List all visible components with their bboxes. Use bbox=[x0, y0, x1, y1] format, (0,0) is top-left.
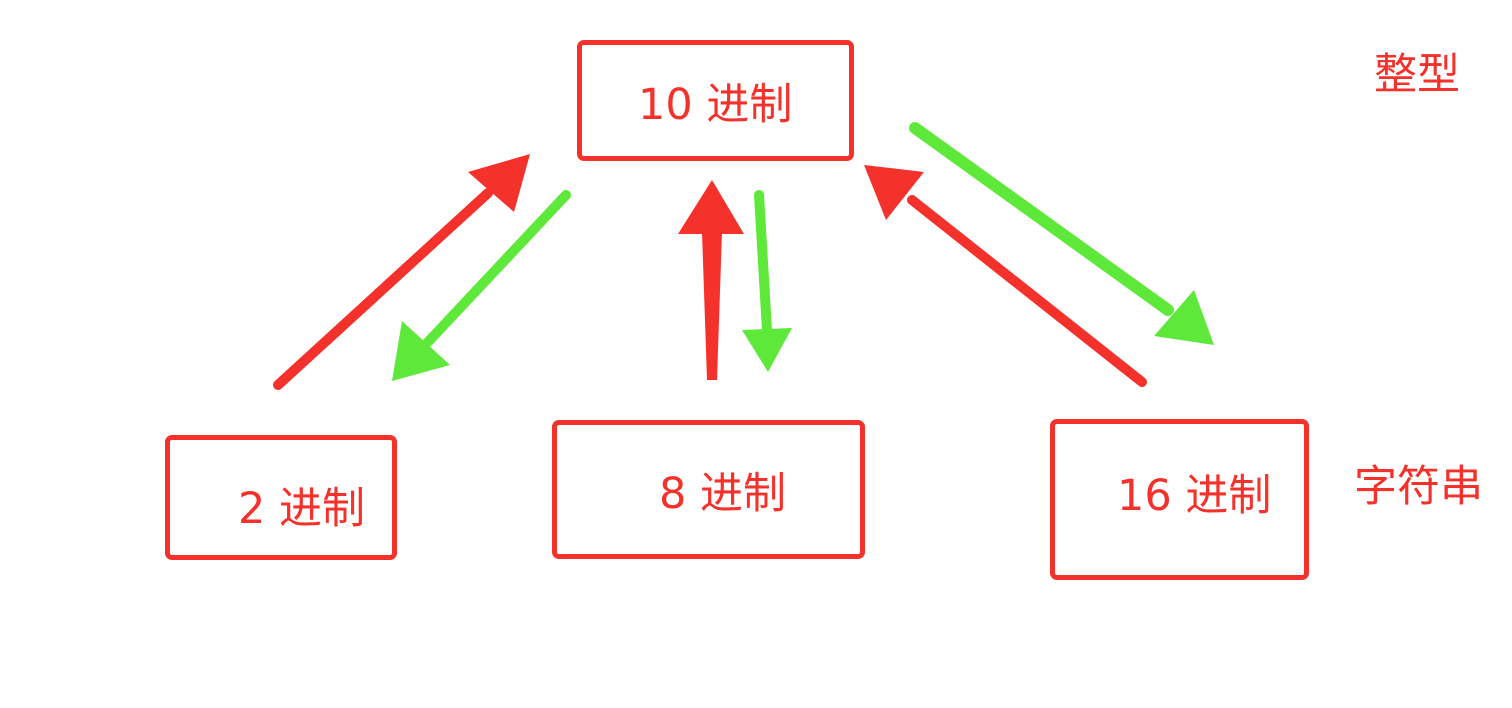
node-octal-box: 8 进制 bbox=[552, 420, 865, 559]
arrow-dec-to-oct bbox=[742, 190, 792, 372]
node-binary-label: 2 进制 bbox=[238, 484, 366, 534]
node-decimal-box: 10 进制 bbox=[577, 40, 854, 161]
arrow-hex-to-dec bbox=[864, 165, 1147, 387]
arrow-oct-to-dec bbox=[678, 180, 744, 380]
arrow-bin-to-dec bbox=[273, 154, 530, 390]
node-decimal-label: 10 进制 bbox=[638, 80, 793, 130]
string-label: 字符串 bbox=[1354, 462, 1483, 512]
integer-label: 整型 bbox=[1374, 50, 1460, 100]
node-binary-box: 2 进制 bbox=[165, 435, 397, 560]
node-hex-label: 16 进制 bbox=[1117, 471, 1272, 521]
node-hex-box: 16 进制 bbox=[1050, 419, 1309, 580]
node-octal-label: 8 进制 bbox=[659, 469, 787, 519]
arrow-dec-to-bin bbox=[392, 190, 571, 381]
arrow-dec-to-hex bbox=[909, 122, 1214, 345]
